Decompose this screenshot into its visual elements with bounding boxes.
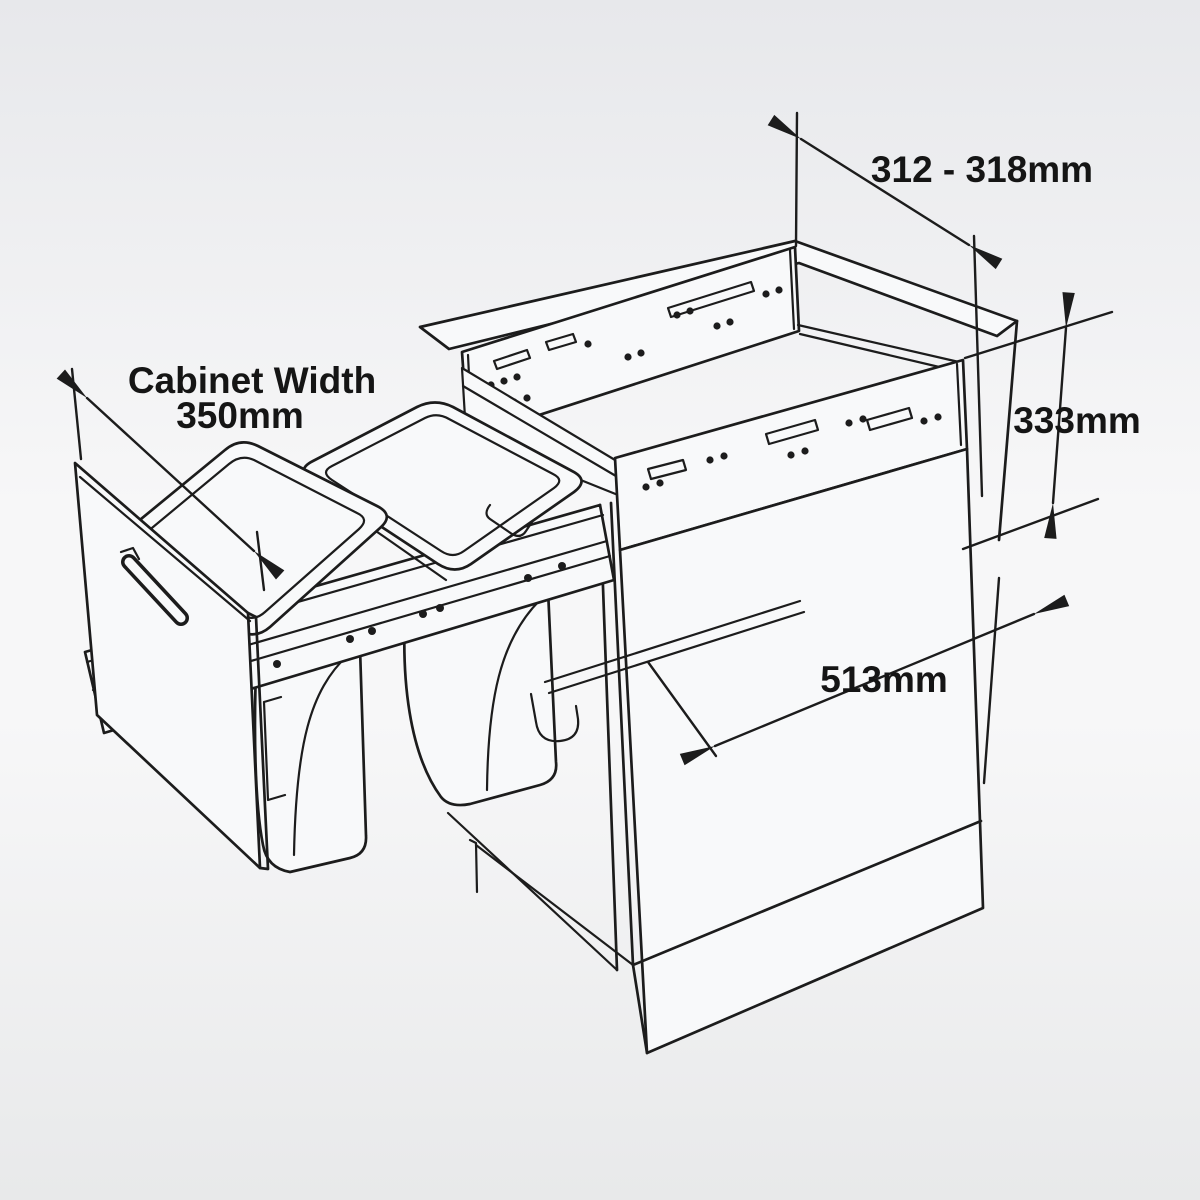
mounting-panel-lower-edge xyxy=(955,362,963,447)
extension-line xyxy=(794,111,799,248)
mounting-hole xyxy=(686,307,694,315)
mounting-hole xyxy=(934,413,942,421)
mounting-holes-lower xyxy=(642,413,942,491)
mounting-hole xyxy=(500,377,508,385)
extension-line xyxy=(982,576,1001,785)
frame-base-edge xyxy=(474,843,635,967)
mounting-slot xyxy=(764,418,820,446)
cabinet-corner-line xyxy=(631,963,649,1055)
mounting-hole xyxy=(787,451,795,459)
frame-cross-beam-line xyxy=(461,384,623,481)
rail-rivet xyxy=(368,627,376,635)
mounting-hole xyxy=(801,447,809,455)
bin-contour-left xyxy=(292,653,350,857)
mounting-hole xyxy=(513,373,521,381)
cabinet-front-panel xyxy=(618,447,985,1055)
bin-contour-right xyxy=(485,598,542,792)
bin-lid-right-grip-notch xyxy=(485,503,534,538)
mounting-hole xyxy=(762,290,770,298)
door-mount-bracket xyxy=(262,695,287,802)
dimension-label-cabinet-width-value: 350mm xyxy=(176,395,304,436)
dimension-label-depth: 513mm xyxy=(820,659,948,700)
frame-base-step xyxy=(468,838,479,894)
extension-line xyxy=(972,234,984,498)
dimension-label-cabinet-width: Cabinet Width xyxy=(128,360,376,401)
mounting-slot xyxy=(666,280,756,319)
rail-rivet xyxy=(436,604,444,612)
mounting-hole xyxy=(859,415,867,423)
mounting-hole xyxy=(706,456,714,464)
dimension-width-range: 312 - 318mm xyxy=(767,111,1093,498)
dimension-depth: 513mm xyxy=(646,576,1070,785)
dimension-height: 333mm xyxy=(961,292,1141,551)
bin-lid-right-inner-panel xyxy=(324,414,561,557)
mounting-slot xyxy=(865,406,914,432)
mounting-slot xyxy=(544,332,578,352)
rail-rivet xyxy=(524,574,532,582)
dimension-line xyxy=(679,594,1070,766)
mounting-hole xyxy=(523,394,531,402)
mounting-hole xyxy=(637,349,645,357)
mounting-hole xyxy=(656,479,664,487)
dimension-line xyxy=(767,114,1003,270)
rail-rivet xyxy=(273,660,281,668)
mounting-slot xyxy=(646,458,688,481)
mounting-hole xyxy=(584,340,592,348)
dimension-label-width-range: 312 - 318mm xyxy=(871,149,1093,190)
mounting-hole xyxy=(845,419,853,427)
mounting-hole xyxy=(775,286,783,294)
rail-rivet xyxy=(419,610,427,618)
dimension-line xyxy=(56,369,285,580)
waste-bin-body-right xyxy=(403,588,558,807)
interior-corner-line xyxy=(798,332,954,372)
mounting-hole xyxy=(720,452,728,460)
mounting-hole xyxy=(726,318,734,326)
extension-line xyxy=(961,497,1100,551)
mounting-hole xyxy=(713,322,721,330)
rail-rivets xyxy=(273,562,566,668)
dimension-line xyxy=(1044,292,1075,539)
cabinet-right-back-edge xyxy=(997,319,1019,542)
frame-base-edge xyxy=(446,811,619,972)
plinth-line xyxy=(631,819,983,967)
rail-rivet xyxy=(346,635,354,643)
mounting-hole xyxy=(920,417,928,425)
frame-rear-hook xyxy=(529,692,580,743)
extension-line xyxy=(963,310,1114,360)
mounting-hole xyxy=(642,483,650,491)
door-side-edge xyxy=(246,611,270,871)
mounting-hole xyxy=(673,311,681,319)
rail-rivet xyxy=(558,562,566,570)
mounting-slot xyxy=(492,348,532,371)
interior-corner-line xyxy=(796,323,961,364)
extension-line xyxy=(70,367,83,461)
dimension-label-height: 333mm xyxy=(1013,400,1141,441)
mounting-hole xyxy=(624,353,632,361)
dimension-cabinet-width: Cabinet Width 350mm xyxy=(56,360,376,592)
